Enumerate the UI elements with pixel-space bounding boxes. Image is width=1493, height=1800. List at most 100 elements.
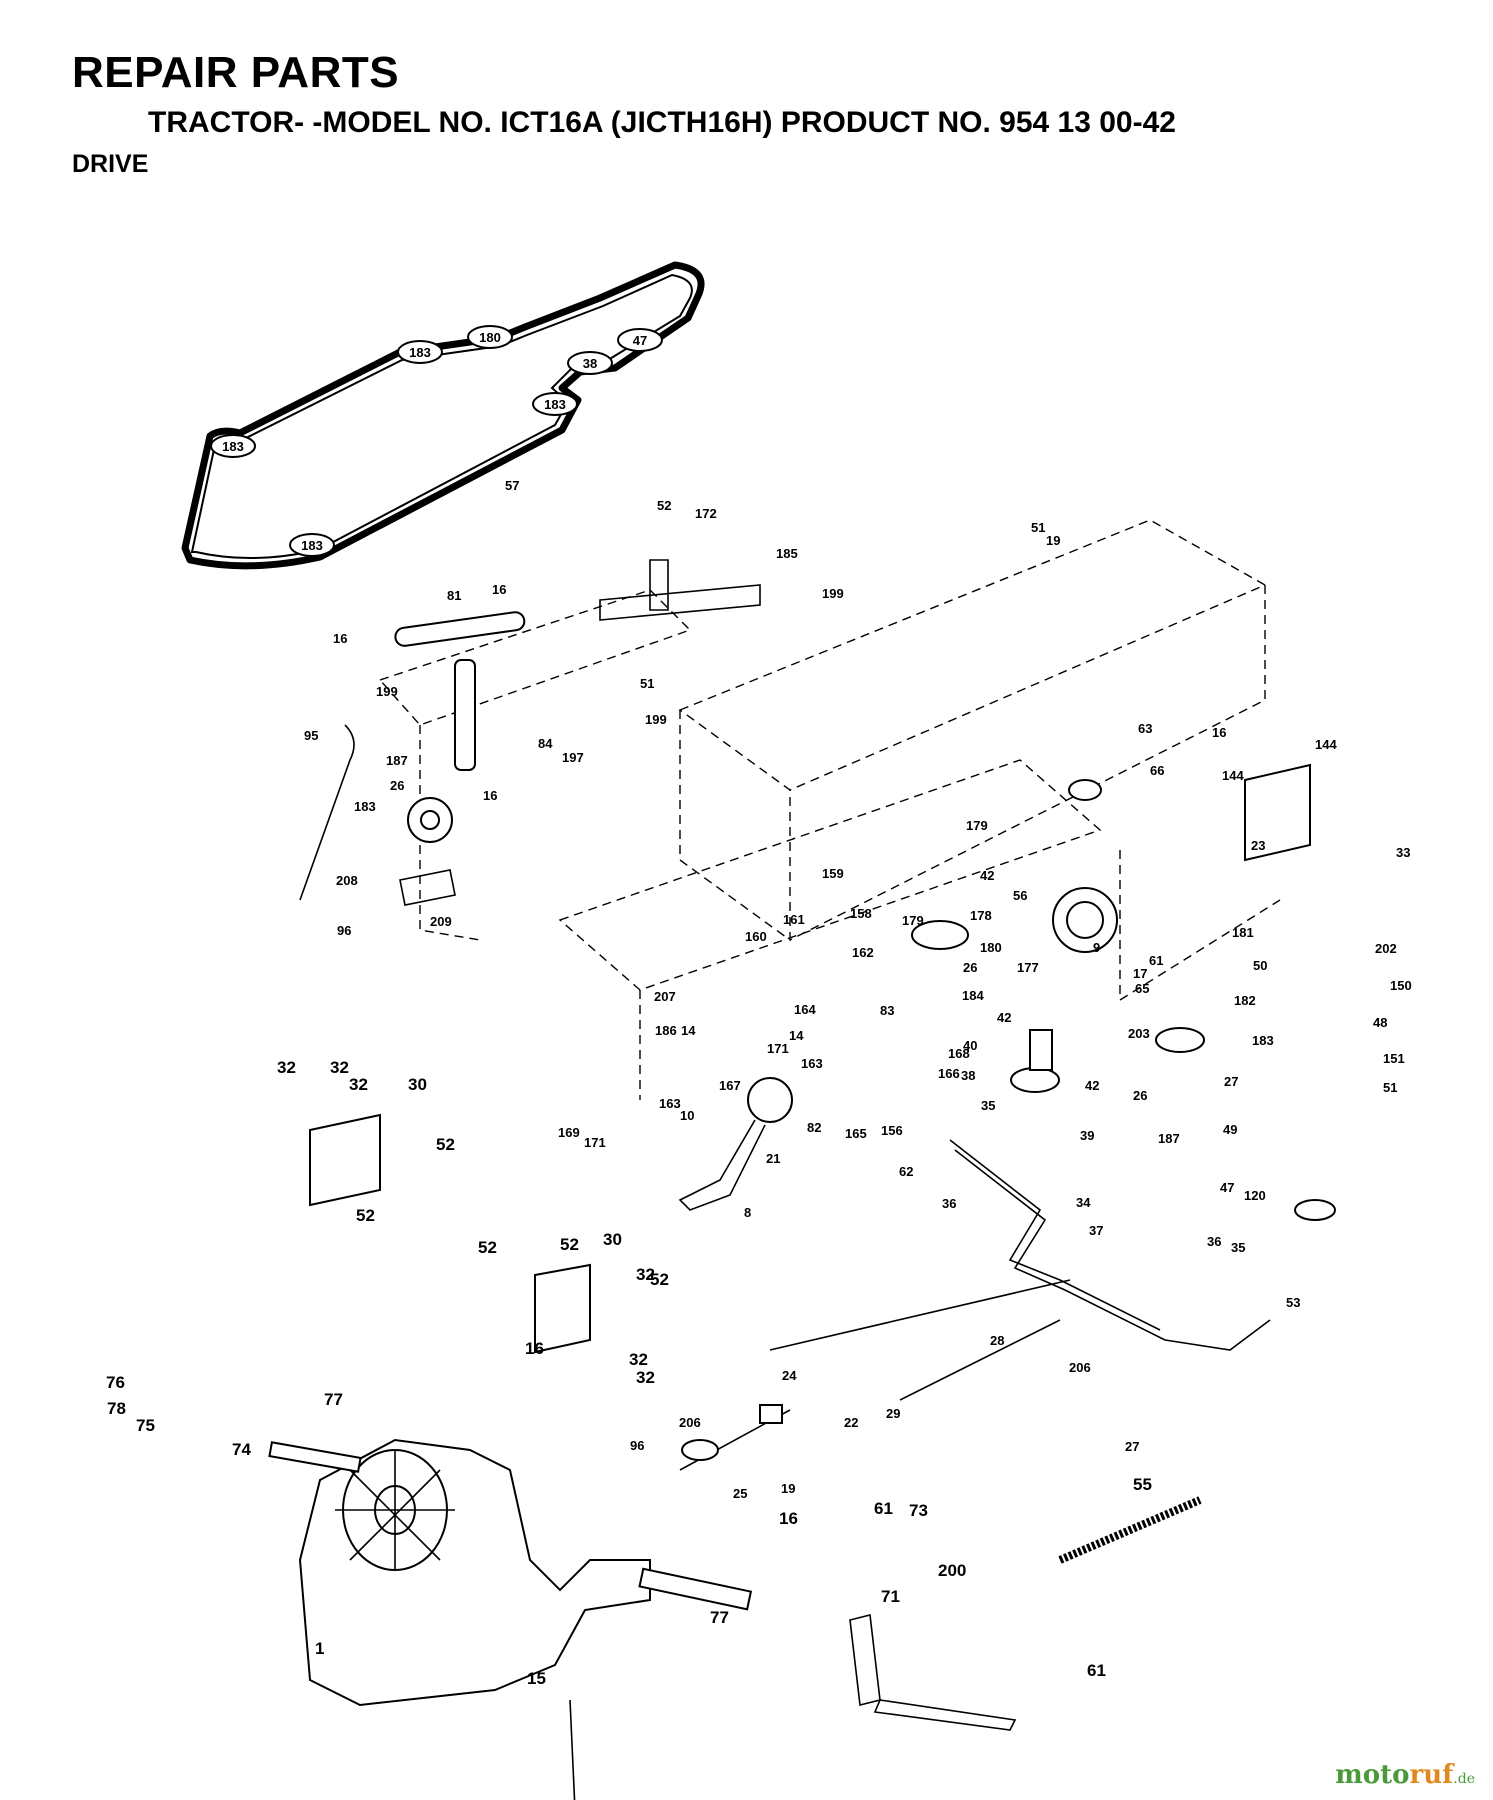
- part-callout: 42: [980, 868, 994, 883]
- svg-text:183: 183: [409, 345, 431, 360]
- part-callout: 16: [525, 1339, 544, 1358]
- part-callout: 17: [1133, 966, 1147, 981]
- part-callout: 37: [1089, 1223, 1103, 1238]
- part-callout: 61: [1087, 1661, 1106, 1680]
- part-callout: 162: [852, 945, 874, 960]
- part-callout: 22: [844, 1415, 858, 1430]
- drive-belt: [181, 261, 705, 570]
- part-callout: 160: [745, 929, 767, 944]
- part-callout: 144: [1315, 737, 1337, 752]
- svg-text:183: 183: [222, 439, 244, 454]
- part-callout: 81: [447, 588, 461, 603]
- part-callout: 9: [1093, 940, 1100, 955]
- section-label: DRIVE: [72, 150, 149, 178]
- belt-pulley-label: 47: [617, 328, 663, 352]
- part-callout: 171: [584, 1135, 606, 1150]
- part-callout: 42: [1085, 1078, 1099, 1093]
- part-callout: 61: [1149, 953, 1163, 968]
- part-callout: 32: [330, 1058, 349, 1077]
- part-callout: 33: [1396, 845, 1410, 860]
- part-callout: 52: [560, 1235, 579, 1254]
- part-callout: 200: [938, 1561, 966, 1580]
- part-callout: 82: [807, 1120, 821, 1135]
- part-callout: 24: [782, 1368, 797, 1383]
- belt-pulley-label: 183: [210, 434, 256, 458]
- svg-text:47: 47: [633, 333, 647, 348]
- part-callout: 26: [390, 778, 404, 793]
- part-callout: 25: [733, 1486, 747, 1501]
- part-callout: 177: [1017, 960, 1039, 975]
- part-callout: 35: [981, 1098, 995, 1113]
- part-callout: 39: [1080, 1128, 1094, 1143]
- part-callout: 197: [562, 750, 584, 765]
- part-callout: 16: [492, 582, 506, 597]
- part-callout: 66: [1150, 763, 1164, 778]
- part-callout: 199: [376, 684, 398, 699]
- part-callout: 179: [902, 913, 924, 928]
- part-callout: 42: [997, 1010, 1011, 1025]
- part-callout: 28: [990, 1333, 1004, 1348]
- part-callout: 52: [356, 1206, 375, 1225]
- svg-text:183: 183: [544, 397, 566, 412]
- part-callout: 76: [106, 1373, 125, 1392]
- watermark: motoruf.de: [1335, 1760, 1475, 1790]
- part-callout: 30: [408, 1075, 427, 1094]
- part-callout: 186: [655, 1023, 677, 1038]
- part-callout: 32: [636, 1368, 655, 1387]
- page-title: REPAIR PARTS: [72, 48, 400, 97]
- part-callout: 156: [881, 1123, 903, 1138]
- part-callout: 144: [1222, 768, 1244, 783]
- part-callout: 74: [232, 1440, 251, 1459]
- part-callout: 178: [970, 908, 992, 923]
- part-callout: 180: [980, 940, 1002, 955]
- part-callout: 47: [1220, 1180, 1234, 1195]
- part-callout: 150: [1390, 978, 1412, 993]
- part-callout: 151: [1383, 1051, 1405, 1066]
- part-callout: 38: [961, 1068, 975, 1083]
- part-callout: 95: [304, 728, 318, 743]
- part-callout: 199: [645, 712, 667, 727]
- part-callout: 202: [1375, 941, 1397, 956]
- belt-pulley-label: 183: [289, 533, 335, 557]
- part-callout: 183: [1252, 1033, 1274, 1048]
- part-callout: 19: [1046, 533, 1060, 548]
- part-callout: 32: [629, 1350, 648, 1369]
- part-callout: 48: [1373, 1015, 1387, 1030]
- part-callout: 36: [1207, 1234, 1221, 1249]
- part-callout: 56: [1013, 888, 1027, 903]
- part-callout: 78: [107, 1399, 126, 1418]
- part-callout: 14: [681, 1023, 696, 1038]
- part-callout: 161: [783, 912, 805, 927]
- part-callout: 32: [636, 1265, 655, 1284]
- model-subtitle: TRACTOR- -MODEL NO. ICT16A (JICTH16H) PR…: [148, 106, 1176, 139]
- part-callout: 83: [880, 1003, 894, 1018]
- svg-text:183: 183: [301, 538, 323, 553]
- part-callout: 52: [657, 498, 671, 513]
- part-callout: 10: [680, 1108, 694, 1123]
- part-callout: 206: [1069, 1360, 1091, 1375]
- part-callout: 96: [337, 923, 351, 938]
- part-callout: 52: [650, 1270, 669, 1289]
- part-callout: 165: [845, 1126, 867, 1141]
- belt-pulley-label: 38: [567, 351, 613, 375]
- svg-text:180: 180: [479, 330, 501, 345]
- part-callout: 159: [822, 866, 844, 881]
- part-callout: 36: [942, 1196, 956, 1211]
- part-callout: 21: [766, 1151, 780, 1166]
- part-callout: 84: [538, 736, 553, 751]
- part-callout: 27: [1224, 1074, 1238, 1089]
- belt-pulley-label: 183: [397, 340, 443, 364]
- part-callout: 14: [789, 1028, 804, 1043]
- part-callout: 57: [505, 478, 519, 493]
- part-callout: 73: [909, 1501, 928, 1520]
- part-callout: 164: [794, 1002, 816, 1017]
- part-callout: 51: [1031, 520, 1045, 535]
- part-callout: 187: [386, 753, 408, 768]
- part-callout: 34: [1076, 1195, 1091, 1210]
- part-callout: 183: [354, 799, 376, 814]
- part-callout: 163: [801, 1056, 823, 1071]
- part-callout: 51: [1383, 1080, 1397, 1095]
- part-callout: 53: [1286, 1295, 1300, 1310]
